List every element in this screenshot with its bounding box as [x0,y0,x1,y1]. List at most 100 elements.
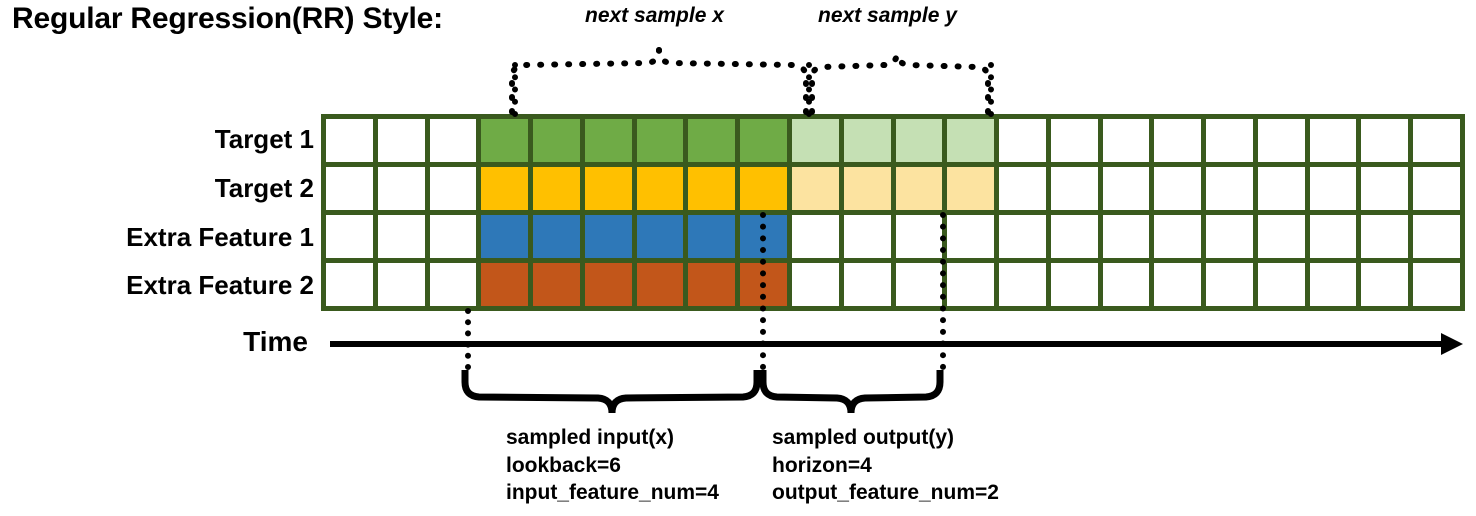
guide-line-top-input-end [806,62,812,117]
grid-cell [1206,119,1253,162]
grid-cell [377,119,425,162]
annotation-sampled-input-line-3: input_feature_num=4 [506,481,719,505]
row-label-extra-feature-2: Extra Feature 2 [126,270,314,300]
annotation-sampled-input-line-2: lookback=6 [506,453,621,477]
grid-cell [895,119,943,162]
grid-cell [1050,119,1098,162]
grid-cell [688,167,736,210]
grid-cell [481,215,529,258]
dotted-brace-x-left [509,47,662,115]
grid-cell [584,263,632,306]
grid-cell [791,263,839,306]
grid-cell [999,119,1046,162]
timeseries-grid [321,114,1465,311]
grid-cell [1309,263,1357,306]
annotation-sampled-output-line-2: horizon=4 [772,453,872,477]
grid-cell [895,263,943,306]
grid-cell [1309,215,1357,258]
grid-cell [1206,215,1253,258]
grid-cell [377,263,425,306]
grid-cell [688,119,736,162]
grid-cell [584,215,632,258]
caption-next-sample-y: next sample y [818,4,957,27]
grid-cell [1102,263,1150,306]
grid-cell [1154,119,1202,162]
solid-brace-output-right [847,370,944,414]
grid-cell [377,167,425,210]
guide-line-input-start [465,308,471,370]
annotation-sampled-output-line-3: output_feature_num=2 [772,481,999,505]
dotted-brace-x-right [656,47,809,115]
grid-cell [326,215,373,258]
grid-cell [636,119,684,162]
grid-cell [481,167,529,210]
grid-cell [1050,215,1098,258]
grid-cell [1413,119,1460,162]
grid-cell [999,167,1046,210]
grid-cell [1102,167,1150,210]
grid-cell [377,215,425,258]
grid-cell [533,215,580,258]
grid-cell [843,167,891,210]
grid-cell [688,215,736,258]
grid-cell [1413,167,1460,210]
grid-cell [326,119,373,162]
grid-cell [584,167,632,210]
row-label-column: Target 1 Target 2 Extra Feature 1 Extra … [8,0,314,340]
grid-cell [1102,215,1150,258]
grid-cell [843,119,891,162]
grid-cell [326,263,373,306]
grid-cell [1154,263,1202,306]
grid-cell [533,263,580,306]
row-label-extra-feature-1: Extra Feature 1 [126,222,314,252]
grid-cell [1102,119,1150,162]
grid-cell [1361,215,1409,258]
grid-cell [429,215,477,258]
guide-line-top-input-start [512,62,518,117]
grid-cell [947,263,995,306]
grid-cell [636,215,684,258]
solid-brace-output-left [759,370,855,414]
grid-cell [947,119,995,162]
dotted-brace-y-right [894,49,991,115]
grid-cell [429,167,477,210]
time-axis-line [330,341,1450,347]
grid-cell [636,263,684,306]
grid-cell [947,167,995,210]
grid-cell [1309,167,1357,210]
grid-cell [1050,263,1098,306]
grid-cell [1361,263,1409,306]
grid-cell [1154,167,1202,210]
grid-cell [947,215,995,258]
grid-cell [584,119,632,162]
grid-cell [1309,119,1357,162]
grid-cell [1361,167,1409,210]
grid-cell [999,215,1046,258]
caption-next-sample-x: next sample x [585,4,724,27]
grid-cell [429,119,477,162]
solid-brace-input-left [461,370,616,414]
dotted-brace-y-left [809,49,900,115]
grid-cell [636,167,684,210]
grid-cell [1206,167,1253,210]
grid-cell [1206,263,1253,306]
annotation-sampled-output: sampled output(y) horizon=4 output_featu… [772,424,999,507]
grid-cell [481,119,529,162]
annotation-sampled-input-line-1: sampled input(x) [506,426,675,449]
grid-cell [1413,215,1460,258]
grid-cell [1050,167,1098,210]
grid-cell [843,215,891,258]
guide-line-top-output-end [988,62,994,117]
axis-label-time: Time [243,326,308,357]
row-label-target-1: Target 1 [214,124,314,154]
grid-cell [1413,263,1460,306]
grid-cell [791,215,839,258]
grid-cell [1257,215,1305,258]
grid-cell [791,119,839,162]
grid-cell [1154,215,1202,258]
grid-cell [740,119,787,162]
grid-cell [1361,119,1409,162]
grid-cell [688,263,736,306]
grid-cell [999,263,1046,306]
